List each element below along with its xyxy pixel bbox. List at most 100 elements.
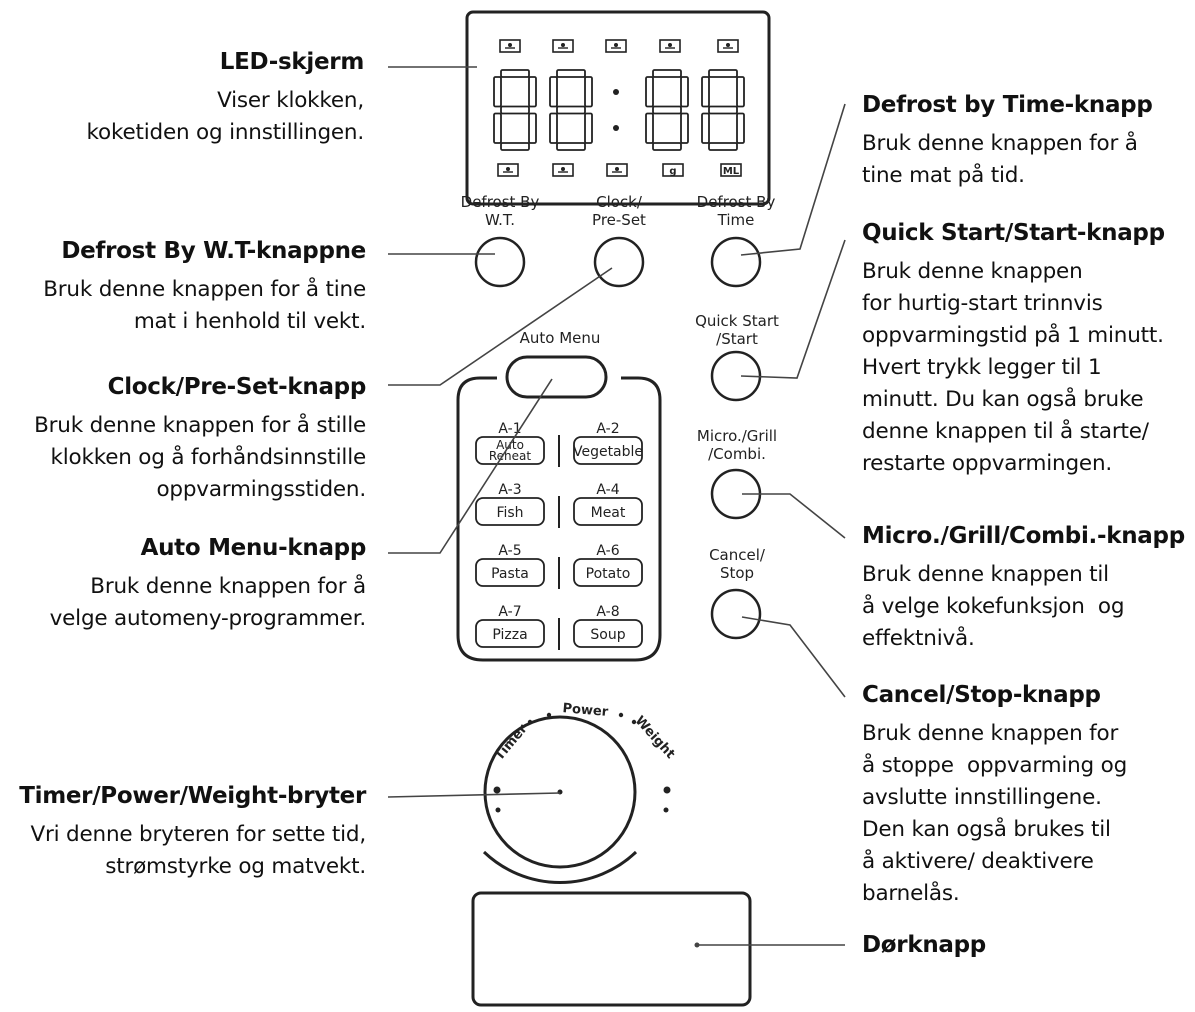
leader-defrost-time <box>740 103 846 256</box>
door-button[interactable] <box>471 891 752 1007</box>
dial-description: Vri denne bryteren for sette tid, strøms… <box>30 822 367 879</box>
cancel-stop-label: Cancel/Stop <box>709 546 766 582</box>
display-bottom-icons: g ML <box>497 163 742 177</box>
annotation-clock: Clock/Pre-Set-knapp Bruk denne knappen f… <box>34 372 366 506</box>
defrost-wt-button[interactable] <box>474 236 526 288</box>
microwave-icon <box>717 39 739 53</box>
program-code: A-6 <box>596 543 619 559</box>
door-title: Dørknapp <box>862 932 986 958</box>
annotation-micro: Micro./Grill/Combi.-knapp Bruk denne kna… <box>862 521 1185 655</box>
program-button[interactable] <box>475 619 545 648</box>
grill-icon <box>552 39 574 53</box>
clock-preset-label: Clock/Pre-Set <box>592 193 646 229</box>
program-button[interactable] <box>573 619 643 648</box>
leader-dot <box>694 942 700 948</box>
program-name: Pizza <box>492 627 527 643</box>
program-button[interactable] <box>475 497 545 526</box>
program-name: Meat <box>591 505 626 521</box>
leader-quick-start <box>740 239 846 379</box>
led-description: Viser klokken, koketiden og innstillinge… <box>86 88 365 145</box>
quick-start-title: Quick Start/Start-knapp <box>862 220 1165 246</box>
combi-icon <box>605 39 627 53</box>
leader-dial <box>387 792 561 798</box>
dial-dot <box>495 807 501 813</box>
dial-title: Timer/Power/Weight-bryter <box>19 783 366 809</box>
defrost-wt-title: Defrost By W.T-knappne <box>61 238 366 264</box>
auto-cook-icon <box>659 39 681 53</box>
dial-separator-dot <box>631 719 637 725</box>
program-code: A-4 <box>596 482 619 498</box>
annotation-defrost-wt: Defrost By W.T-knappne Bruk denne knappe… <box>43 236 366 338</box>
program-code: A-5 <box>498 543 521 559</box>
colon-dot <box>613 89 619 95</box>
gram-label: g <box>669 166 676 177</box>
annotation-dial: Timer/Power/Weight-bryter Vri denne bryt… <box>19 781 366 883</box>
annotation-quick-start: Quick Start/Start-knapp Bruk denne knapp… <box>862 218 1165 480</box>
dial-separator-dot <box>618 712 624 718</box>
quick-start-label: Quick Start/Start <box>695 312 779 348</box>
power-icon <box>497 163 519 177</box>
dial-label-weight: Weight <box>632 713 678 762</box>
program-code: A-1 <box>498 421 521 437</box>
program-code: A-8 <box>596 604 619 620</box>
quick-start-description: Bruk denne knappen for hurtig-start trin… <box>862 259 1164 476</box>
program-button[interactable] <box>573 497 643 526</box>
micro-description: Bruk denne knappen til å velge kokefunks… <box>862 562 1125 651</box>
leader-lines <box>387 66 846 948</box>
program-button[interactable] <box>573 436 643 465</box>
auto-menu-description: Bruk denne knappen for å velge automeny-… <box>49 574 367 631</box>
leader-cancel <box>741 616 846 698</box>
colon-dot <box>613 125 619 131</box>
program-name: Pasta <box>491 566 529 582</box>
defrost-time-button[interactable] <box>710 236 762 288</box>
auto-menu-title: Auto Menu-knapp <box>140 535 367 561</box>
program-name: Fish <box>496 505 523 521</box>
display-top-icons <box>499 39 739 53</box>
program-name: Potato <box>586 566 631 582</box>
defrost-time-title: Defrost by Time-knapp <box>862 92 1153 118</box>
micro-grill-combi-label: Micro./Grill/Combi. <box>697 427 777 463</box>
dial-arc <box>482 850 638 884</box>
cancel-stop-button[interactable] <box>710 588 762 640</box>
dial-dot <box>663 807 669 813</box>
annotation-defrost-time: Defrost by Time-knapp Bruk denne knappen… <box>862 90 1153 192</box>
auto-menu-button[interactable] <box>505 355 608 399</box>
program-code: A-3 <box>498 482 521 498</box>
defrost-icon <box>499 39 521 53</box>
program-code: A-2 <box>596 421 619 437</box>
clock-description: Bruk denne knappen for å stille klokken … <box>34 413 366 502</box>
program-button[interactable] <box>475 558 545 587</box>
leader-micro <box>742 493 846 539</box>
gram-icon: g <box>662 163 684 177</box>
defrost-time-description: Bruk denne knappen for å tine mat på tid… <box>862 131 1138 188</box>
led-display: g ML <box>465 10 771 206</box>
clock-preset-button[interactable] <box>593 236 645 288</box>
auto-menu-frame <box>456 376 662 662</box>
program-button[interactable] <box>573 558 643 587</box>
ml-label: ML <box>723 166 740 177</box>
program-name: Vegetable <box>573 444 643 460</box>
annotation-auto-menu: Auto Menu-knapp Bruk denne knappen for å… <box>49 533 367 635</box>
program-button[interactable] <box>475 436 545 465</box>
leader-clock <box>388 267 613 386</box>
dial-label-power: Power <box>562 701 609 720</box>
defrost-wt-description: Bruk denne knappen for å tine mat i henh… <box>43 277 366 334</box>
cancel-title: Cancel/Stop-knapp <box>862 682 1101 708</box>
program-name: Soup <box>590 627 625 643</box>
led-title: LED-skjerm <box>219 49 365 75</box>
dial-separator-dot <box>527 719 533 725</box>
display-digits <box>493 69 745 151</box>
